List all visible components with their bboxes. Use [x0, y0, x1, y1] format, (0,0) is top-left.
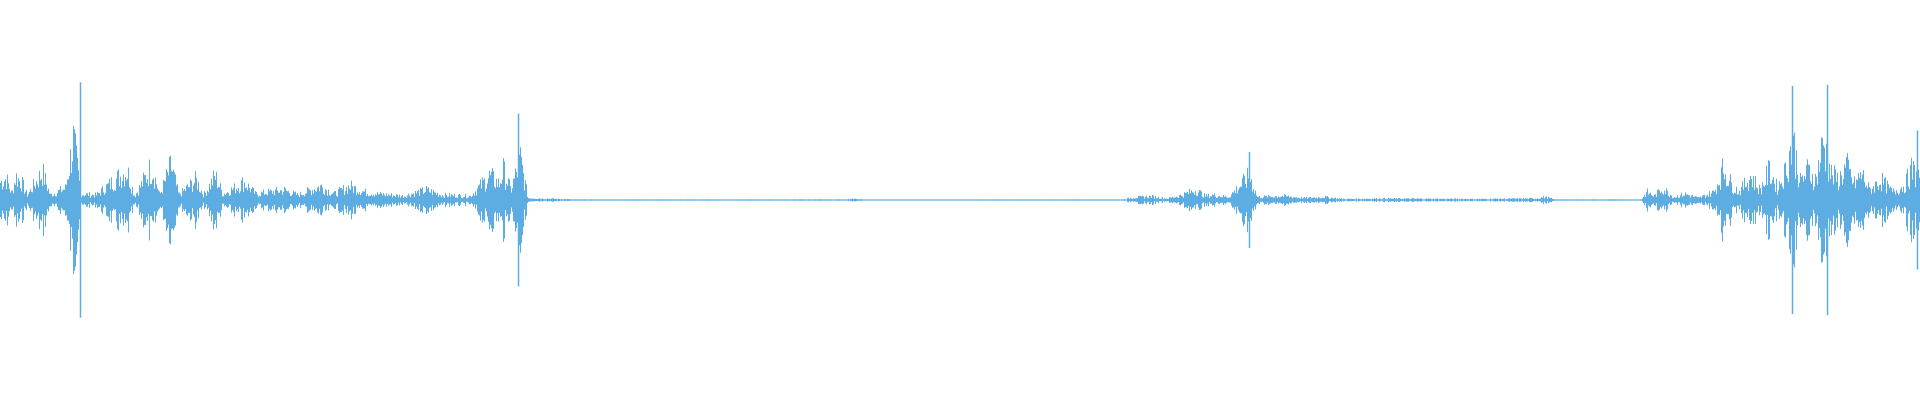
waveform-graphic	[0, 82, 1920, 318]
